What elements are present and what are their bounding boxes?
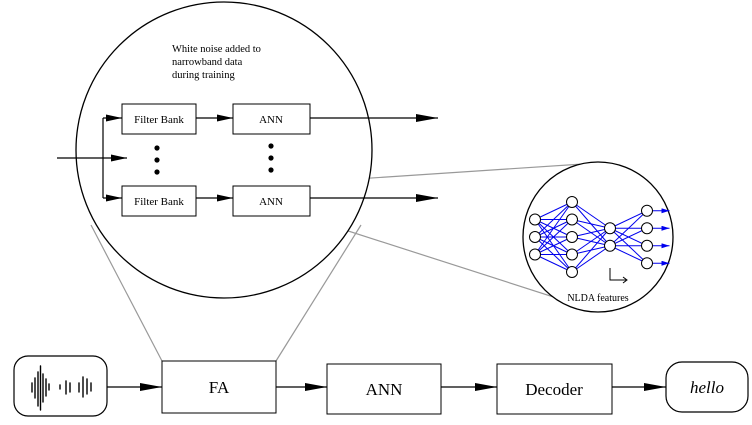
network-edge xyxy=(609,210,648,247)
network-edge xyxy=(609,245,648,264)
network-node xyxy=(566,196,578,208)
network-node xyxy=(529,248,541,261)
network-edge xyxy=(609,210,648,229)
network-node xyxy=(604,239,616,252)
pipeline: FA ANN Decoder hello xyxy=(13,355,749,417)
network-edge xyxy=(571,219,611,229)
noise-note-line-3: during training xyxy=(172,70,235,81)
noise-note-line-2: narrowband data xyxy=(172,57,243,68)
ann-top: ANN xyxy=(232,103,311,135)
network-edge xyxy=(571,201,611,229)
waveform-icon xyxy=(31,365,92,411)
network-edge xyxy=(534,201,573,238)
network-edge xyxy=(571,227,611,255)
network-edge xyxy=(534,254,573,273)
network-edge xyxy=(534,236,573,255)
filter-bank-top: Filter Bank xyxy=(121,103,197,135)
network-node xyxy=(566,248,578,261)
network-edges xyxy=(534,201,670,273)
network-node xyxy=(566,231,578,243)
ellipsis-dots xyxy=(154,143,274,175)
network-edge xyxy=(609,227,648,247)
network-edge xyxy=(571,245,611,273)
svg-text:Filter Bank: Filter Bank xyxy=(134,196,184,208)
svg-text:ANN: ANN xyxy=(259,196,283,208)
network-node xyxy=(566,266,578,278)
ann-box: ANN xyxy=(326,363,442,415)
svg-text:Decoder: Decoder xyxy=(525,380,583,399)
svg-text:ANN: ANN xyxy=(259,114,283,126)
network-node xyxy=(529,231,541,243)
network-edge xyxy=(571,227,611,273)
network-node xyxy=(641,222,653,235)
network-node xyxy=(529,213,541,226)
network-edge xyxy=(571,227,611,238)
fa-box: FA xyxy=(161,360,277,414)
noise-note-line-1: White noise added to xyxy=(172,44,261,55)
svg-text:Filter Bank: Filter Bank xyxy=(134,114,184,126)
network-nodes xyxy=(529,196,653,278)
svg-text:hello: hello xyxy=(690,378,724,397)
svg-text:FA: FA xyxy=(209,378,230,397)
network-edge xyxy=(534,201,573,220)
bottleneck-marker xyxy=(609,268,626,281)
network-edge xyxy=(534,219,573,255)
network-node xyxy=(641,239,653,252)
network-inset: NLDA features xyxy=(522,161,674,313)
filter-bank-bottom: Filter Bank xyxy=(121,185,197,217)
waveform-box xyxy=(13,355,108,417)
network-node xyxy=(641,204,653,217)
network-node xyxy=(604,222,616,235)
nlda-caption: NLDA features xyxy=(567,293,628,304)
output-box: hello xyxy=(665,361,749,413)
zoom-circle: White noise added to narrowband data dur… xyxy=(57,1,438,299)
decoder-box: Decoder xyxy=(496,363,613,415)
network-edge xyxy=(534,201,573,255)
svg-text:ANN: ANN xyxy=(366,380,403,399)
network-node xyxy=(641,257,653,270)
ann-bottom: ANN xyxy=(232,185,311,217)
network-node xyxy=(566,213,578,226)
